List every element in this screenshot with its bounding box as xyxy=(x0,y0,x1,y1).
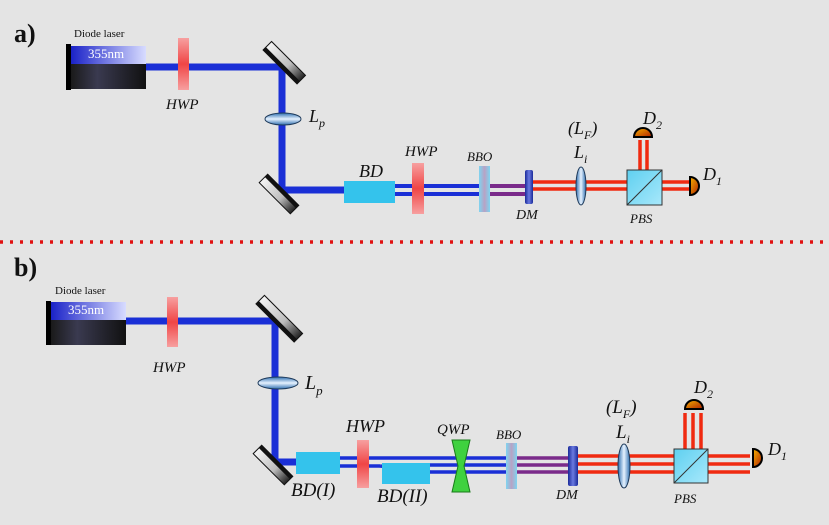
lens-lf-b-label: (LF) xyxy=(606,397,637,421)
lens-li-a-label: Li xyxy=(573,142,587,166)
lens-li-a xyxy=(575,166,587,206)
lens-lp-b xyxy=(257,376,299,390)
bbo-a-label: BBO xyxy=(467,149,493,164)
detector-d1-b-label: D1 xyxy=(767,439,787,463)
dichroic-mirror-b xyxy=(568,446,578,486)
mirror-a-top xyxy=(262,40,307,85)
hwp-a2 xyxy=(412,163,424,214)
beam-displacer-b1 xyxy=(296,452,340,474)
detector-d2-b xyxy=(683,399,705,410)
laser-a-wavelength: 355nm xyxy=(88,46,124,61)
hwp-b1 xyxy=(167,297,178,347)
detector-d2-b-label: D2 xyxy=(693,377,713,401)
hwp-a1-label: HWP xyxy=(165,97,199,113)
mirror-b-top xyxy=(255,294,304,343)
hwp-b2 xyxy=(357,440,369,488)
qwp xyxy=(451,439,471,493)
lens-lp-a xyxy=(264,112,302,126)
bbo-b-label: BBO xyxy=(496,427,522,442)
photon-beam-b xyxy=(575,413,750,474)
beam-displacer-a xyxy=(344,181,395,203)
pbs-a-label: PBS xyxy=(629,211,653,226)
bd-a-label: BD xyxy=(359,161,383,181)
laser-b-wavelength: 355nm xyxy=(68,302,104,317)
diode-laser-a: Diode laser 355nm xyxy=(66,28,146,90)
beam-displacer-b2 xyxy=(382,463,430,484)
dm-a-label: DM xyxy=(515,208,539,223)
pbs-b-label: PBS xyxy=(673,491,697,506)
panel-b-label: b) xyxy=(14,253,37,282)
photon-beam-a xyxy=(530,140,690,191)
bd1-b-label: BD(I) xyxy=(291,480,335,501)
lens-li-b-label: Li xyxy=(615,422,630,446)
hwp-a2-label: HWP xyxy=(404,144,438,160)
mirror-a-bottom xyxy=(258,173,300,215)
pbs-a xyxy=(626,169,663,206)
detector-d1-a xyxy=(689,175,700,197)
lens-lp-b-label: Lp xyxy=(304,372,323,398)
hwp-a1 xyxy=(178,38,189,90)
diode-laser-b: Diode laser 355nm xyxy=(46,285,126,345)
detector-d2-a-label: D2 xyxy=(642,108,662,132)
laser-a-title: Diode laser xyxy=(74,28,125,40)
laser-b-title: Diode laser xyxy=(55,285,106,297)
pbs-b xyxy=(673,448,709,484)
hwp-b1-label: HWP xyxy=(152,360,186,376)
detector-d1-b xyxy=(752,447,763,469)
hwp-b2-label: HWP xyxy=(345,416,385,436)
bd2-b-label: BD(II) xyxy=(377,486,428,507)
lens-lf-a-label: (LF) xyxy=(568,118,597,142)
detector-d1-a-label: D1 xyxy=(702,164,722,188)
lens-lp-a-label: Lp xyxy=(308,106,325,130)
lens-li-b xyxy=(617,443,631,489)
dichroic-mirror-a xyxy=(525,170,533,204)
pump-beam-a xyxy=(145,63,530,196)
qwp-b-label: QWP xyxy=(437,422,470,438)
panel-a-label: a) xyxy=(14,19,36,48)
mirror-b-bottom xyxy=(252,444,294,486)
dm-b-label: DM xyxy=(555,488,579,503)
pump-beam-b xyxy=(125,317,570,474)
detector-d2-a xyxy=(632,127,654,138)
bbo-crystal-b xyxy=(506,443,517,489)
bbo-crystal-a xyxy=(479,166,490,212)
